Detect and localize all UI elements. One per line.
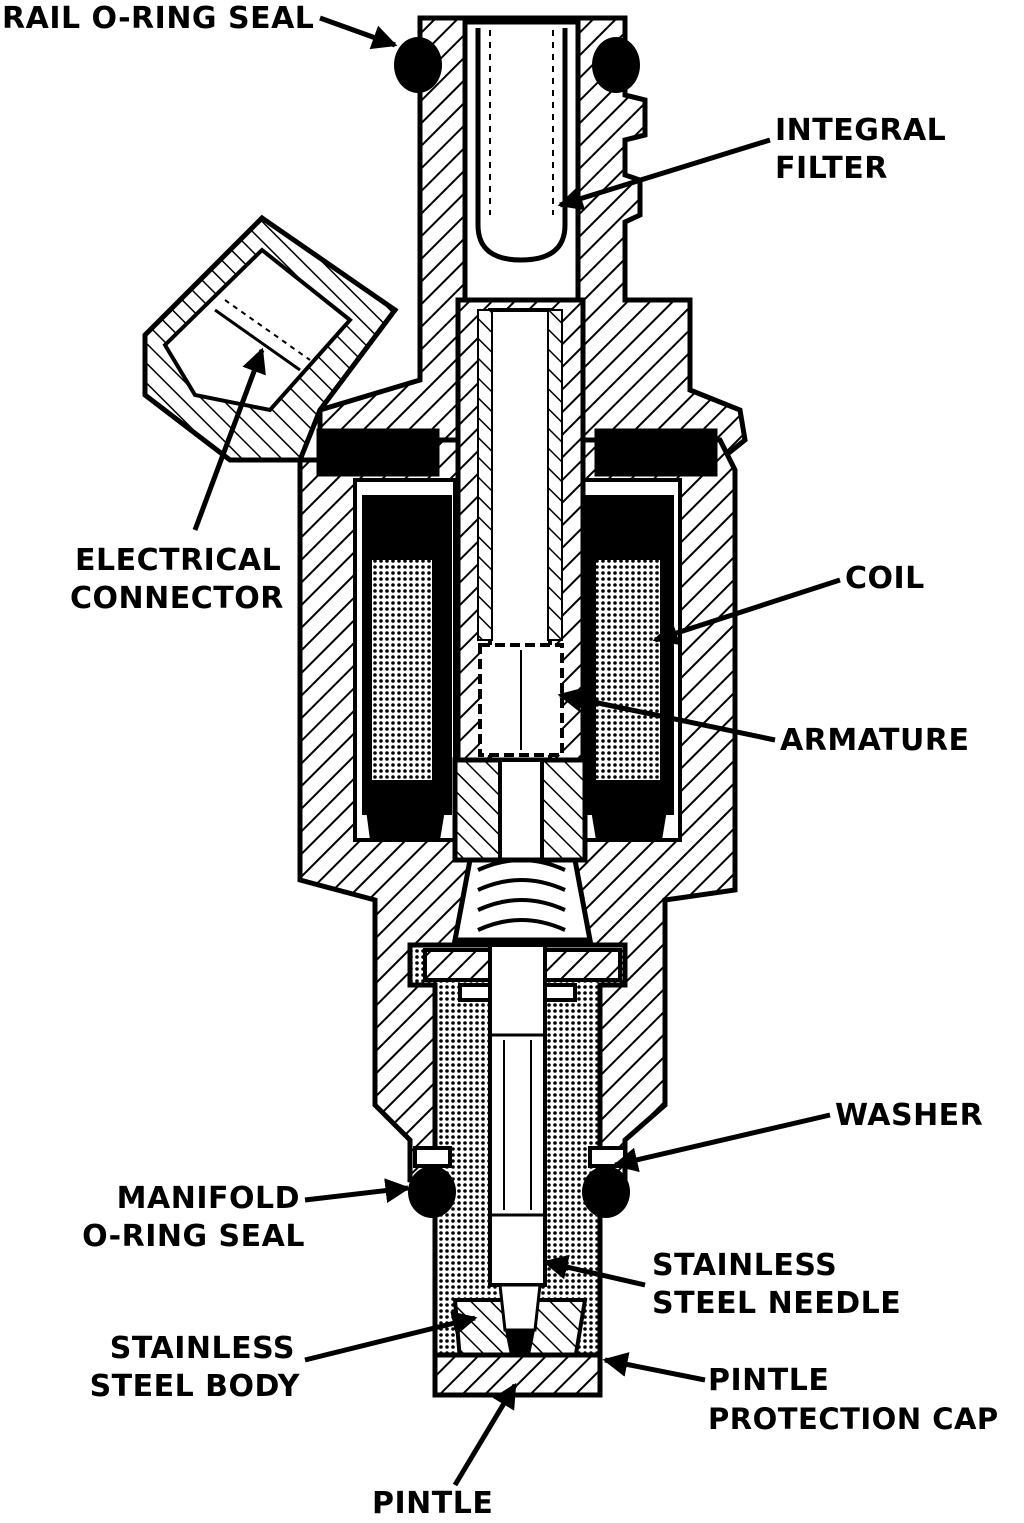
label-coil: COIL (845, 561, 925, 596)
label-stainless-needle-line2: STEEL NEEDLE (652, 1286, 902, 1321)
label-electrical-connector-line1: ELECTRICAL (75, 543, 282, 578)
arrow-coil (652, 577, 841, 645)
label-manifold-oring-line2: O-RING SEAL (82, 1219, 305, 1254)
arrow-washer (612, 1112, 831, 1173)
inlet-tube (317, 15, 748, 463)
pintle-protection-cap (432, 1352, 603, 1398)
leader-lines (192, 15, 841, 1487)
coil-cap-left (316, 428, 440, 477)
label-integral-filter-line1: INTEGRAL (775, 113, 947, 148)
label-pintle-cap-line1: PINTLE (708, 1363, 830, 1398)
label-stainless-body-line1: STAINLESS (109, 1331, 295, 1366)
coil-cap-right (594, 428, 718, 477)
arrow-stainless-body (304, 1311, 478, 1363)
label-stainless-body-line2: STEEL BODY (89, 1369, 300, 1404)
arrow-pintle (452, 1382, 518, 1487)
arrow-pintle-cap (602, 1352, 706, 1383)
manifold-oring-right (582, 1166, 630, 1218)
coil (362, 495, 674, 840)
label-washer: WASHER (835, 1098, 984, 1133)
label-pintle: PINTLE (372, 1486, 494, 1521)
stainless-steel-needle (488, 943, 547, 1287)
washer-left (413, 1146, 452, 1168)
rail-oring-left (394, 37, 442, 93)
arrow-electrical-connector (192, 347, 266, 531)
arrow-integral-filter (557, 137, 771, 211)
label-armature: ARMATURE (780, 723, 970, 758)
electrical-connector (142, 214, 399, 463)
rail-oring-right (592, 37, 640, 93)
spring-seat (451, 857, 594, 943)
manifold-oring-left (408, 1166, 456, 1218)
label-integral-filter-line2: FILTER (775, 151, 888, 186)
label-pintle-cap-line2: PROTECTION CAP (708, 1402, 999, 1436)
integral-filter-element (475, 28, 568, 263)
arrow-armature (557, 687, 776, 743)
arrow-rail-oring (319, 15, 398, 50)
label-electrical-connector-line2: CONNECTOR (70, 581, 284, 616)
arrow-stainless-needle (542, 1254, 646, 1288)
label-manifold-oring-line1: MANIFOLD (116, 1181, 300, 1216)
label-rail-oring-seal: RAIL O-RING SEAL (2, 1, 315, 36)
label-stainless-needle-line1: STAINLESS (652, 1248, 838, 1283)
arrow-manifold-oring (304, 1178, 411, 1204)
